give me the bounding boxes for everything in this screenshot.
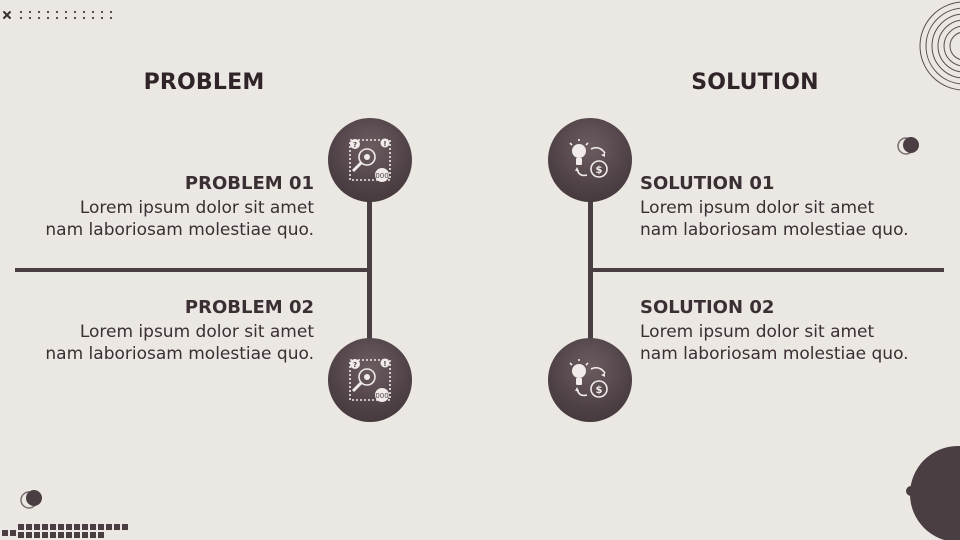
solution-heading: SOLUTION	[691, 70, 819, 95]
problem-item-2-title: PROBLEM 02	[184, 297, 314, 318]
solution-item-1-line2: nam laboriosam molestiae quo.	[640, 220, 909, 240]
problem-circle-1: ? ! 000	[328, 118, 412, 202]
svg-text:?: ?	[353, 141, 357, 149]
svg-text:$: $	[596, 165, 603, 176]
solution-item-2-line1: Lorem ipsum dolor sit amet	[640, 322, 875, 342]
problem-analysis-icon: ? ! 000	[349, 138, 391, 182]
timeline-vertical-left	[367, 160, 372, 382]
problem-item-1: PROBLEM 01 Lorem ipsum dolor sit amet na…	[14, 173, 314, 241]
idea-money-icon: $	[569, 359, 608, 398]
decorative-concentric-circles	[919, 1, 960, 91]
problem-analysis-icon: ? ! 000	[349, 358, 391, 402]
problem-circle-2: ? ! 000	[328, 338, 412, 422]
decorative-overlap-circles-left	[20, 490, 42, 509]
solution-item-2-title: SOLUTION 02	[640, 297, 775, 318]
svg-text:?: ?	[353, 361, 357, 369]
svg-text:$: $	[596, 385, 603, 396]
timeline-horizontal-left	[15, 268, 370, 272]
idea-money-icon: $	[569, 139, 608, 178]
decorative-squares-bottom-left	[2, 524, 128, 538]
solution-circle-1: $	[548, 118, 632, 202]
solution-item-2-line2: nam laboriosam molestiae quo.	[640, 344, 909, 364]
svg-text:!: !	[383, 140, 386, 148]
problem-item-1-line1: Lorem ipsum dolor sit amet	[79, 198, 314, 218]
problem-item-2-line1: Lorem ipsum dolor sit amet	[79, 322, 314, 342]
problem-item-2: PROBLEM 02 Lorem ipsum dolor sit amet na…	[14, 297, 314, 365]
solution-item-1-line1: Lorem ipsum dolor sit amet	[640, 198, 875, 218]
solution-item-2: SOLUTION 02 Lorem ipsum dolor sit amet n…	[640, 297, 945, 365]
solution-item-1: SOLUTION 01 Lorem ipsum dolor sit amet n…	[640, 173, 945, 241]
solution-item-1-title: SOLUTION 01	[640, 173, 775, 194]
problem-item-1-line2: nam laboriosam molestiae quo.	[45, 220, 314, 240]
svg-text:000: 000	[375, 392, 388, 400]
svg-text:!: !	[383, 360, 386, 368]
problem-item-2-line2: nam laboriosam molestiae quo.	[45, 344, 314, 364]
timeline-horizontal-right	[590, 268, 944, 272]
timeline-vertical-right	[588, 160, 593, 382]
solution-circle-2: $	[548, 338, 632, 422]
decorative-overlap-circles-right	[897, 137, 919, 155]
decorative-dots-top-left	[3, 10, 113, 20]
problem-heading: PROBLEM	[143, 70, 265, 95]
decorative-large-circle	[906, 446, 960, 540]
problem-item-1-title: PROBLEM 01	[184, 173, 314, 194]
svg-text:000: 000	[375, 172, 388, 180]
